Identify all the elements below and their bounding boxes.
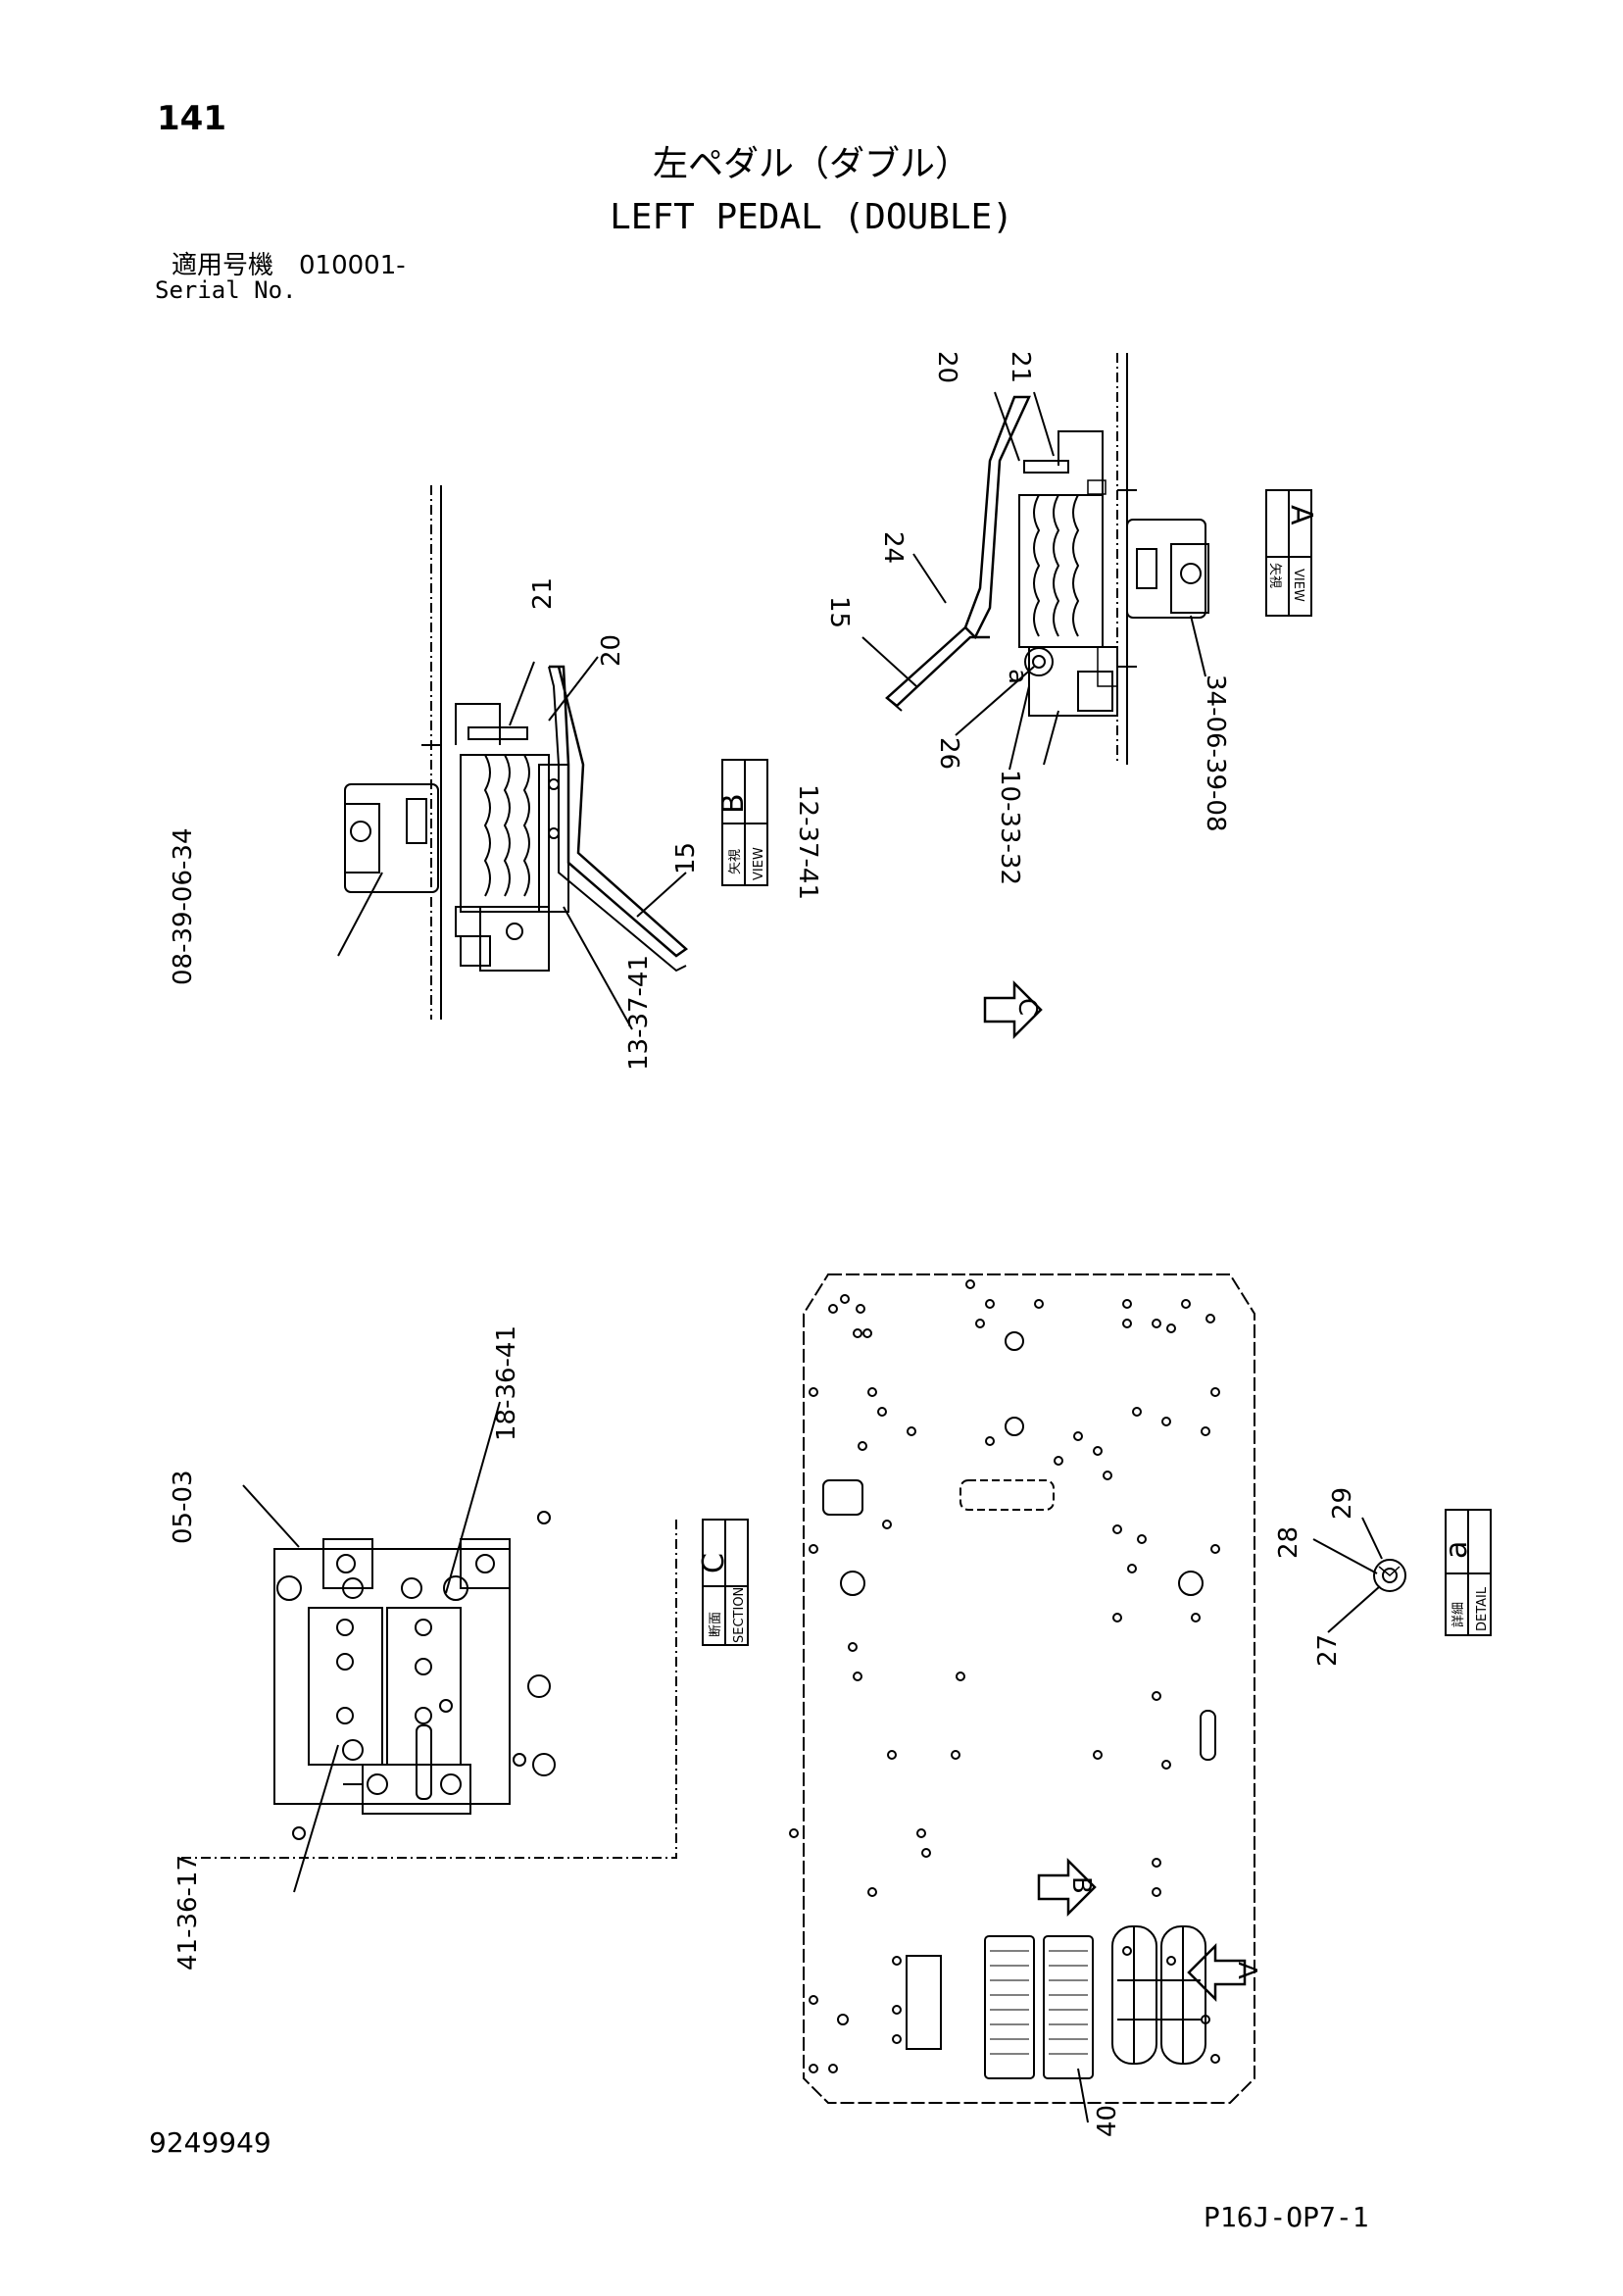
arrow-a-letter: A (1232, 1962, 1261, 1979)
arrow-c-letter: C (1012, 998, 1042, 1016)
callout-12-37-41: 12-37-41 (793, 784, 822, 900)
pedal-tread-pattern (990, 1950, 1088, 2055)
detail-a-callouts: 28 29 27 (1274, 1487, 1357, 1667)
detail-a-label-box: a 詳細 DETAIL (1440, 1509, 1492, 1636)
plan-callouts: 40 (1093, 2105, 1122, 2137)
view-arrow-a: A (1187, 1942, 1261, 2003)
callout-41-36-17: 41-36-17 (173, 1855, 203, 1971)
callout-10-33-32: 10-33-32 (995, 770, 1024, 885)
view-a-label-box: A 矢視 VIEW (1265, 489, 1318, 617)
document-number: 9249949 (149, 2126, 271, 2159)
callout-27: 27 (1313, 1634, 1343, 1667)
section-c-label-box: C 断面 SECTION (697, 1519, 749, 1646)
view-a-en: VIEW (1291, 569, 1305, 602)
callout-15-b: 15 (671, 842, 701, 874)
callout-34-06-39-08: 34-06-39-08 (1201, 674, 1230, 831)
title-english: LEFT PEDAL (DOUBLE) (610, 197, 1013, 237)
view-b-label-box: B 矢視 VIEW (716, 759, 768, 886)
view-b-callouts: 21 20 15 08-39-06-34 13-37-41 (169, 577, 701, 1071)
callout-a: a (1003, 669, 1032, 684)
page-number: 141 (157, 99, 226, 138)
section-c-letter: C (697, 1553, 731, 1573)
view-b-letter: B (716, 793, 751, 814)
view-arrow-b: B (1037, 1857, 1097, 1918)
view-a-letter: A (1284, 505, 1318, 525)
callout-29: 29 (1328, 1487, 1357, 1520)
callout-15: 15 (824, 596, 854, 628)
callout-28: 28 (1274, 1526, 1303, 1559)
callout-05-03: 05-03 (169, 1470, 198, 1544)
view-arrow-c: C (983, 979, 1043, 1040)
detail-a-letter: a (1440, 1541, 1474, 1559)
callout-21-b: 21 (528, 577, 558, 610)
section-c-en: SECTION (732, 1587, 747, 1643)
plan-view-drawing (789, 1273, 1255, 2123)
section-c-jp: 断面 (709, 1612, 723, 1637)
detail-a-jp: 詳細 (1451, 1602, 1466, 1627)
serial-label-japanese: 適用号機 010001- (172, 251, 406, 280)
view-b-drawing (337, 485, 689, 1030)
view-a-jp: 矢視 (1267, 563, 1282, 588)
callout-13-37-41: 13-37-41 (624, 955, 654, 1071)
callout-20-b: 20 (597, 634, 626, 667)
callout-08-39-06-34: 08-39-06-34 (169, 828, 198, 985)
plan-holes (789, 1279, 1220, 2073)
view-b-jp: 矢視 (728, 849, 743, 874)
title-japanese: 左ペダル（ダブル） (652, 144, 970, 184)
callout-18-36-41: 18-36-41 (492, 1325, 521, 1441)
view-b-en: VIEW (752, 847, 766, 880)
view-a-callouts: 20 21 24 15 26 a 12-37-41 10-33-32 34-06… (793, 351, 1230, 900)
section-c-callouts: 05-03 18-36-41 41-36-17 (169, 1325, 521, 1971)
sheet-code: P16J-OP7-1 (1204, 2201, 1369, 2233)
arrow-b-letter: B (1066, 1876, 1096, 1894)
callout-24: 24 (878, 531, 908, 564)
detail-a-drawing (1312, 1517, 1406, 1633)
callout-20: 20 (932, 351, 961, 383)
detail-a-en: DETAIL (1475, 1586, 1490, 1631)
view-a-drawing (861, 353, 1209, 771)
callout-26: 26 (934, 737, 963, 770)
section-c-drawing (181, 1401, 677, 1893)
callout-40: 40 (1093, 2105, 1122, 2137)
serial-label-english: Serial No. (155, 276, 297, 304)
callout-21: 21 (1006, 351, 1035, 383)
